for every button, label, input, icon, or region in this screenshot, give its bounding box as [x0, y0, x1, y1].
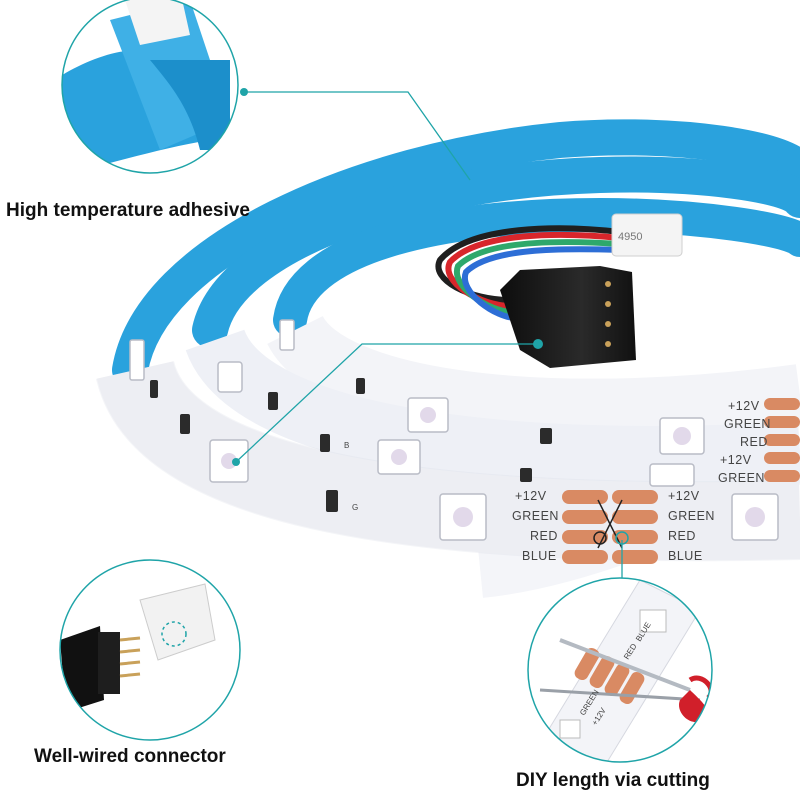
caption-adhesive: High temperature adhesive — [6, 200, 250, 221]
pad-label-right-blue: BLUE — [668, 549, 703, 563]
wire-sleeve — [611, 213, 683, 257]
pad-label-left-blue: BLUE — [522, 549, 557, 563]
middle-pad-label-green: GREEN — [718, 471, 765, 485]
middle-pad-label-12v: +12V — [720, 453, 752, 467]
resistors — [150, 378, 552, 512]
inset-connector — [59, 559, 241, 741]
pad-label-right-12v: +12V — [668, 489, 700, 503]
upper-pad-label-12v: +12V — [728, 399, 760, 413]
pad-label-right-green: GREEN — [668, 509, 715, 523]
upper-pad-label-green: GREEN — [724, 417, 771, 431]
callout-dots — [232, 88, 543, 466]
inset-cutting: BLUE RED GREEN +12V — [527, 577, 713, 763]
rgb-wires — [435, 225, 623, 321]
copper-pads-front — [562, 398, 800, 564]
caption-connector: Well-wired connector — [34, 746, 226, 767]
caption-cutting: DIY length via cutting — [516, 770, 710, 791]
resistor-mark-b: B — [344, 441, 349, 450]
pad-label-left-12v: +12V — [515, 489, 547, 503]
inset-adhesive — [61, 0, 239, 174]
pad-label-right-red: RED — [668, 529, 696, 543]
led-chips — [129, 319, 779, 541]
pad-label-left-red: RED — [530, 529, 558, 543]
wire-tag: 4950 — [618, 231, 642, 243]
resistor-mark-g: G — [352, 503, 358, 512]
upper-pad-label-red: RED — [740, 435, 768, 449]
pad-label-left-green: GREEN — [512, 509, 559, 523]
strip-connector — [500, 266, 636, 368]
